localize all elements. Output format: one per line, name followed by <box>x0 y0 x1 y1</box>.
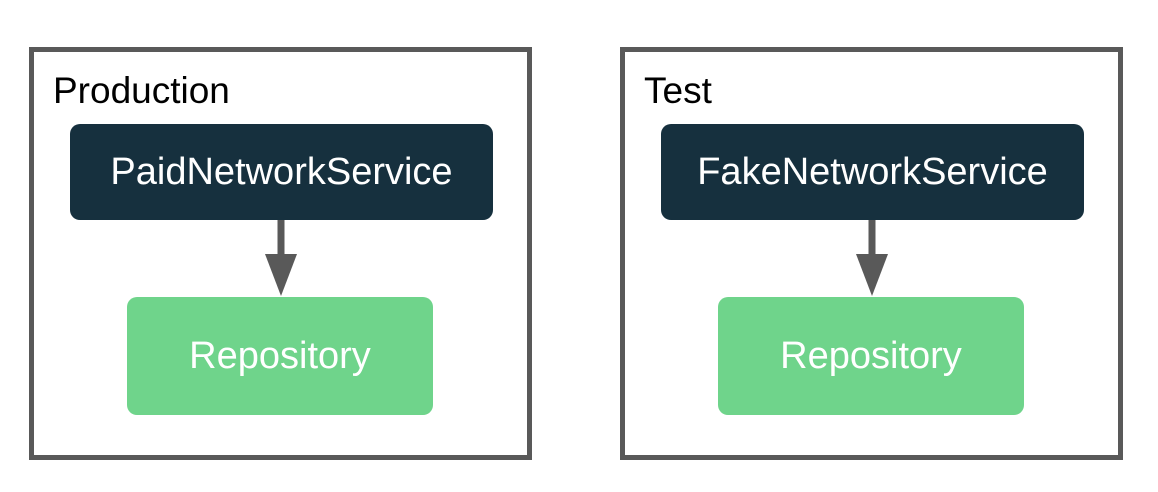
repository-node-test: Repository <box>718 297 1024 415</box>
test-environment-box: Test FakeNetworkService Repository <box>620 47 1123 460</box>
production-environment-box: Production PaidNetworkService Repository <box>29 47 532 460</box>
service-node-label: FakeNetworkService <box>697 150 1048 193</box>
dependency-arrow-icon <box>855 220 889 296</box>
service-node-production: PaidNetworkService <box>70 124 493 220</box>
repository-node-label: Repository <box>189 334 371 377</box>
dependency-arrow-icon <box>264 220 298 296</box>
service-node-test: FakeNetworkService <box>661 124 1084 220</box>
repository-node-label: Repository <box>780 334 962 377</box>
repository-node-production: Repository <box>127 297 433 415</box>
service-node-label: PaidNetworkService <box>110 150 453 193</box>
environment-label-production: Production <box>53 70 230 111</box>
environment-label-test: Test <box>644 70 712 111</box>
